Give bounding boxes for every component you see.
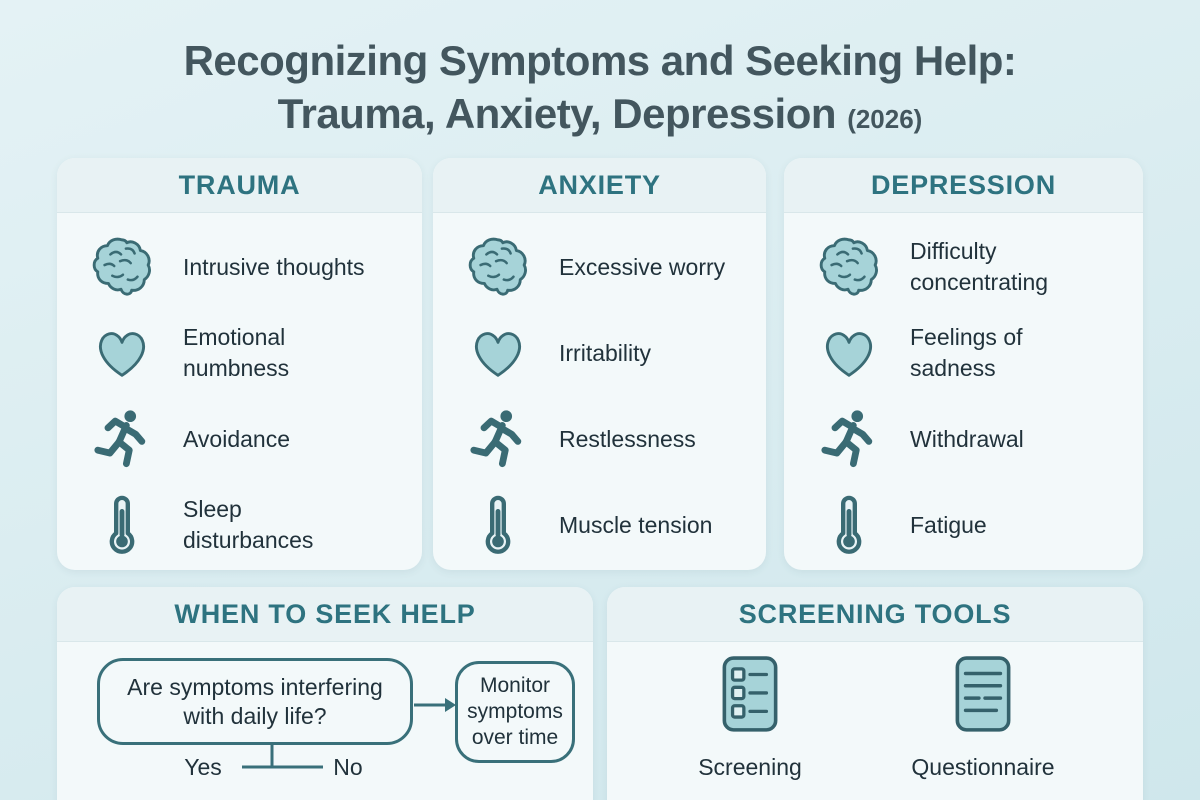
brain-icon <box>818 236 880 298</box>
brain-icon <box>467 236 529 298</box>
list-item: Fatigue <box>818 482 1137 568</box>
thermometer-icon <box>91 494 153 556</box>
symptom-label: Irritability <box>559 339 652 366</box>
list-item: Restlessness <box>467 396 760 482</box>
list-item: Feelings of sadness <box>818 310 1137 396</box>
no-label: No <box>333 754 363 780</box>
flowchart-question-box: Are symptoms interfering with daily life… <box>97 658 413 745</box>
runner-icon <box>467 408 529 470</box>
screening-tools-card: SCREENING TOOLS Screening Questionnaire <box>607 587 1143 800</box>
heart-icon <box>818 322 880 384</box>
symptom-label: Muscle tension <box>559 511 713 538</box>
list-item: Withdrawal <box>818 396 1137 482</box>
seek-help-card: WHEN TO SEEK HELP Are symptoms interferi… <box>57 587 593 800</box>
depression-card: DEPRESSION Difficulty concentrating Feel… <box>784 158 1143 570</box>
page-title-year: (2026) <box>847 104 923 134</box>
flowchart-outcome-box: Monitor symptoms over time <box>455 661 575 763</box>
document-icon <box>950 655 1016 740</box>
anxiety-card: ANXIETY Excessive worry Irritability Res… <box>433 158 766 570</box>
symptom-label: Sleep disturbances <box>183 496 314 553</box>
anxiety-items: Excessive worry Irritability Restlessnes… <box>433 213 766 568</box>
brain-icon <box>91 236 153 298</box>
checklist-icon <box>717 655 783 740</box>
list-item: Excessive worry <box>467 224 760 310</box>
trauma-items: Intrusive thoughts Emotional numbness Av… <box>57 213 422 568</box>
list-item: Emotional numbness <box>91 310 416 396</box>
page-title: Recognizing Symptoms and Seeking Help: T… <box>0 34 1200 146</box>
symptom-label: Emotional numbness <box>183 324 290 381</box>
list-item: Intrusive thoughts <box>91 224 416 310</box>
symptom-label: Difficulty concentrating <box>910 238 1049 295</box>
thermometer-icon <box>467 494 529 556</box>
list-item: Sleep disturbances <box>91 482 416 568</box>
symptom-label: Avoidance <box>183 425 290 452</box>
screening-tools-header: SCREENING TOOLS <box>607 587 1143 642</box>
trauma-card: TRAUMA Intrusive thoughts Emotional numb… <box>57 158 422 570</box>
tool-label: Screening <box>698 754 802 780</box>
page-title-line1: Recognizing Symptoms and Seeking Help: <box>183 37 1017 84</box>
list-item: Avoidance <box>91 396 416 482</box>
heart-icon <box>467 322 529 384</box>
depression-items: Difficulty concentrating Feelings of sad… <box>784 213 1143 568</box>
depression-header: DEPRESSION <box>784 158 1143 213</box>
screening-tool: Screening <box>665 655 835 781</box>
seek-help-header: WHEN TO SEEK HELP <box>57 587 593 642</box>
list-item: Muscle tension <box>467 482 760 568</box>
symptom-label: Intrusive thoughts <box>183 253 365 280</box>
screening-tool: Questionnaire <box>898 655 1068 781</box>
yes-label: Yes <box>184 754 222 780</box>
symptom-label: Withdrawal <box>910 425 1024 452</box>
anxiety-header: ANXIETY <box>433 158 766 213</box>
list-item: Difficulty concentrating <box>818 224 1137 310</box>
tool-label: Questionnaire <box>911 754 1055 780</box>
symptom-label: Fatigue <box>910 511 987 538</box>
heart-icon <box>91 322 153 384</box>
symptom-label: Excessive worry <box>559 253 726 280</box>
list-item: Irritability <box>467 310 760 396</box>
thermometer-icon <box>818 494 880 556</box>
runner-icon <box>91 408 153 470</box>
trauma-header: TRAUMA <box>57 158 422 213</box>
runner-icon <box>818 408 880 470</box>
page-title-line2: Trauma, Anxiety, Depression (2026) <box>277 90 923 137</box>
symptom-label: Feelings of sadness <box>910 324 1023 381</box>
symptom-label: Restlessness <box>559 425 696 452</box>
